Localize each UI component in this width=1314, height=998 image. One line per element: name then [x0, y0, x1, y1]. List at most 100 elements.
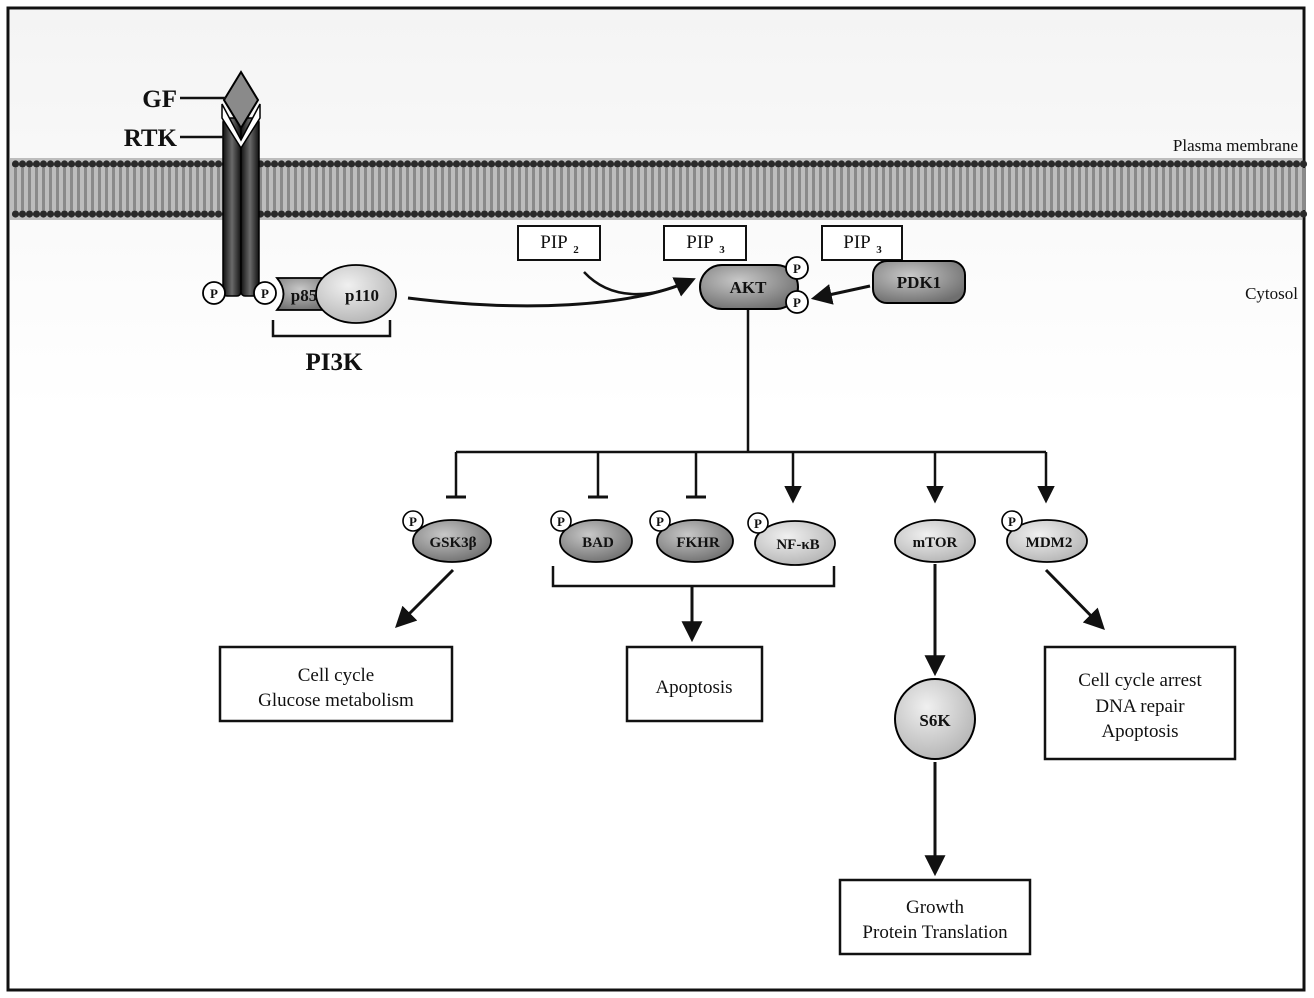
lipid-head	[1048, 160, 1055, 167]
lipid-head	[1244, 210, 1251, 217]
lipid-head	[719, 160, 726, 167]
pip3-box-akt: PIP 3	[664, 226, 746, 260]
lipid-head	[1272, 160, 1279, 167]
lipid-tail	[1183, 168, 1186, 210]
lipid-tail	[1225, 168, 1228, 210]
lipid-head	[558, 160, 565, 167]
lipid-head	[516, 160, 523, 167]
lipid-tail	[469, 168, 472, 210]
lipid-tail	[1064, 168, 1067, 210]
lipid-head	[1153, 160, 1160, 167]
lipid-head	[117, 210, 124, 217]
lipid-head	[397, 210, 404, 217]
lipid-head	[1237, 160, 1244, 167]
lipid-head	[397, 160, 404, 167]
lipid-head	[180, 210, 187, 217]
lipid-head	[789, 210, 796, 217]
lipid-tail	[84, 168, 87, 210]
lipid-head	[1062, 160, 1069, 167]
lipid-head	[390, 210, 397, 217]
lipid-tail	[378, 168, 381, 210]
lipid-head	[264, 160, 271, 167]
lipid-head	[145, 210, 152, 217]
lipid-head	[992, 210, 999, 217]
lipid-tail	[1015, 168, 1018, 210]
lipid-head	[579, 160, 586, 167]
svg-text:P: P	[754, 516, 762, 531]
lipid-head	[677, 210, 684, 217]
lipid-head	[642, 160, 649, 167]
lipid-head	[593, 160, 600, 167]
lipid-head	[761, 210, 768, 217]
lipid-tail	[847, 168, 850, 210]
lipid-tail	[700, 168, 703, 210]
lipid-head	[61, 160, 68, 167]
lipid-head	[1076, 210, 1083, 217]
lipid-tail	[826, 168, 829, 210]
lipid-tail	[861, 168, 864, 210]
s6k-label: S6K	[919, 711, 951, 730]
svg-text:2: 2	[573, 244, 579, 256]
lipid-head	[1034, 210, 1041, 217]
lipid-tail	[399, 168, 402, 210]
lipid-tail	[105, 168, 108, 210]
lipid-tail	[896, 168, 899, 210]
lipid-head	[838, 160, 845, 167]
lipid-tail	[1260, 168, 1263, 210]
lipid-head	[33, 210, 40, 217]
lipid-head	[341, 210, 348, 217]
lipid-head	[1223, 160, 1230, 167]
lipid-tail	[630, 168, 633, 210]
lipid-head	[754, 210, 761, 217]
lipid-head	[1083, 210, 1090, 217]
lipid-tail	[56, 168, 59, 210]
lipid-head	[1125, 160, 1132, 167]
lipid-tail	[357, 168, 360, 210]
lipid-head	[537, 160, 544, 167]
lipid-head	[313, 210, 320, 217]
lipid-tail	[1022, 168, 1025, 210]
lipid-tail	[574, 168, 577, 210]
lipid-tail	[1071, 168, 1074, 210]
lipid-tail	[1197, 168, 1200, 210]
lipid-tail	[119, 168, 122, 210]
lipid-head	[586, 160, 593, 167]
lipid-tail	[658, 168, 661, 210]
pi3k-label: PI3K	[306, 349, 364, 376]
lipid-tail	[854, 168, 857, 210]
lipid-head	[1055, 160, 1062, 167]
lipid-tail	[833, 168, 836, 210]
mdm2-phospho: P	[1002, 511, 1022, 531]
lipid-head	[705, 160, 712, 167]
lipid-tail	[707, 168, 710, 210]
lipid-tail	[21, 168, 24, 210]
lipid-head	[89, 160, 96, 167]
lipid-tail	[1085, 168, 1088, 210]
lipid-tail	[1176, 168, 1179, 210]
lipid-head	[362, 210, 369, 217]
lipid-head	[306, 210, 313, 217]
outcome-box-cell-cycle: Cell cycle Glucose metabolism	[220, 647, 452, 721]
lipid-head	[502, 160, 509, 167]
lipid-tail	[889, 168, 892, 210]
lipid-head	[1286, 160, 1293, 167]
lipid-head	[19, 160, 26, 167]
lipid-head	[292, 210, 299, 217]
lipid-tail	[133, 168, 136, 210]
lipid-head	[1013, 210, 1020, 217]
lipid-head	[803, 160, 810, 167]
lipid-head	[40, 160, 47, 167]
lipid-head	[264, 210, 271, 217]
lipid-tail	[420, 168, 423, 210]
lipid-head	[306, 160, 313, 167]
lipid-head	[1258, 210, 1265, 217]
lipid-head	[40, 210, 47, 217]
lipid-tail	[1120, 168, 1123, 210]
lipid-tail	[490, 168, 493, 210]
fkhr-phospho: P	[650, 511, 670, 531]
lipid-head	[852, 160, 859, 167]
lipid-tail	[1253, 168, 1256, 210]
svg-text:DNA repair: DNA repair	[1095, 696, 1185, 717]
mdm2-label: MDM2	[1026, 535, 1073, 551]
lipid-tail	[280, 168, 283, 210]
